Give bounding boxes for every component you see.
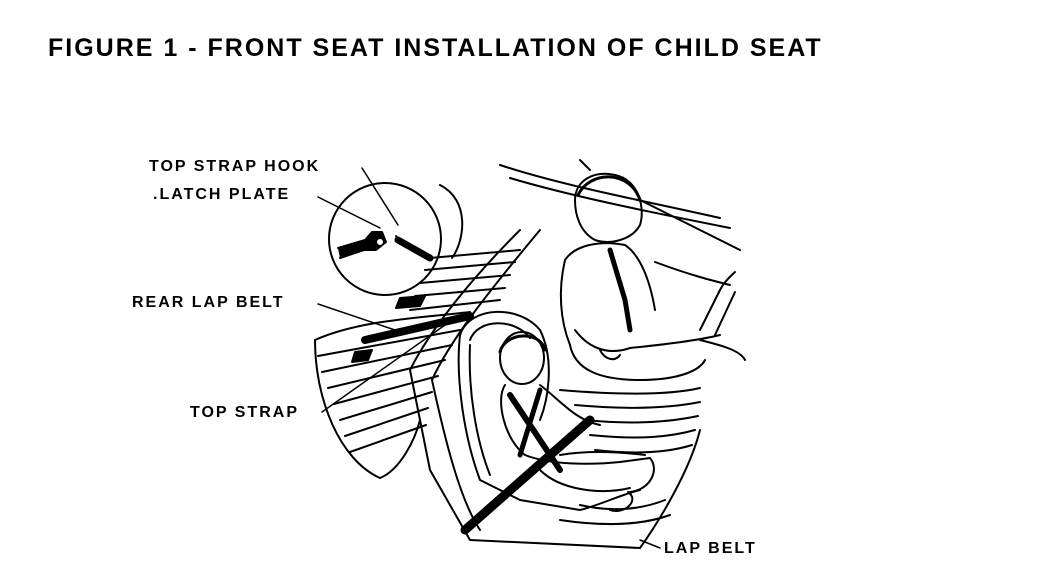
woman-figure	[559, 172, 721, 381]
label-lap-belt: LAP BELT	[664, 540, 757, 557]
label-latch-plate: .LATCH PLATE	[153, 186, 291, 203]
rear-seat-cushion	[314, 295, 471, 479]
car-interior-lines	[499, 159, 746, 361]
rear-lap-belt-strap	[361, 312, 474, 344]
leader-lines	[317, 167, 661, 549]
child-figure	[498, 331, 655, 512]
latch-detail-inset	[328, 182, 442, 296]
front-seat-side	[409, 229, 701, 549]
label-rear-lap-belt: REAR LAP BELT	[132, 294, 285, 311]
figure-title: FIGURE 1 - FRONT SEAT INSTALLATION OF CH…	[48, 34, 823, 62]
child-seat-shell	[457, 310, 641, 511]
lap-belt-strap	[460, 415, 595, 535]
rear-seat-back	[409, 184, 521, 311]
label-top-strap: TOP STRAP	[190, 404, 299, 421]
label-top-strap-hook: TOP STRAP HOOK	[149, 158, 321, 175]
